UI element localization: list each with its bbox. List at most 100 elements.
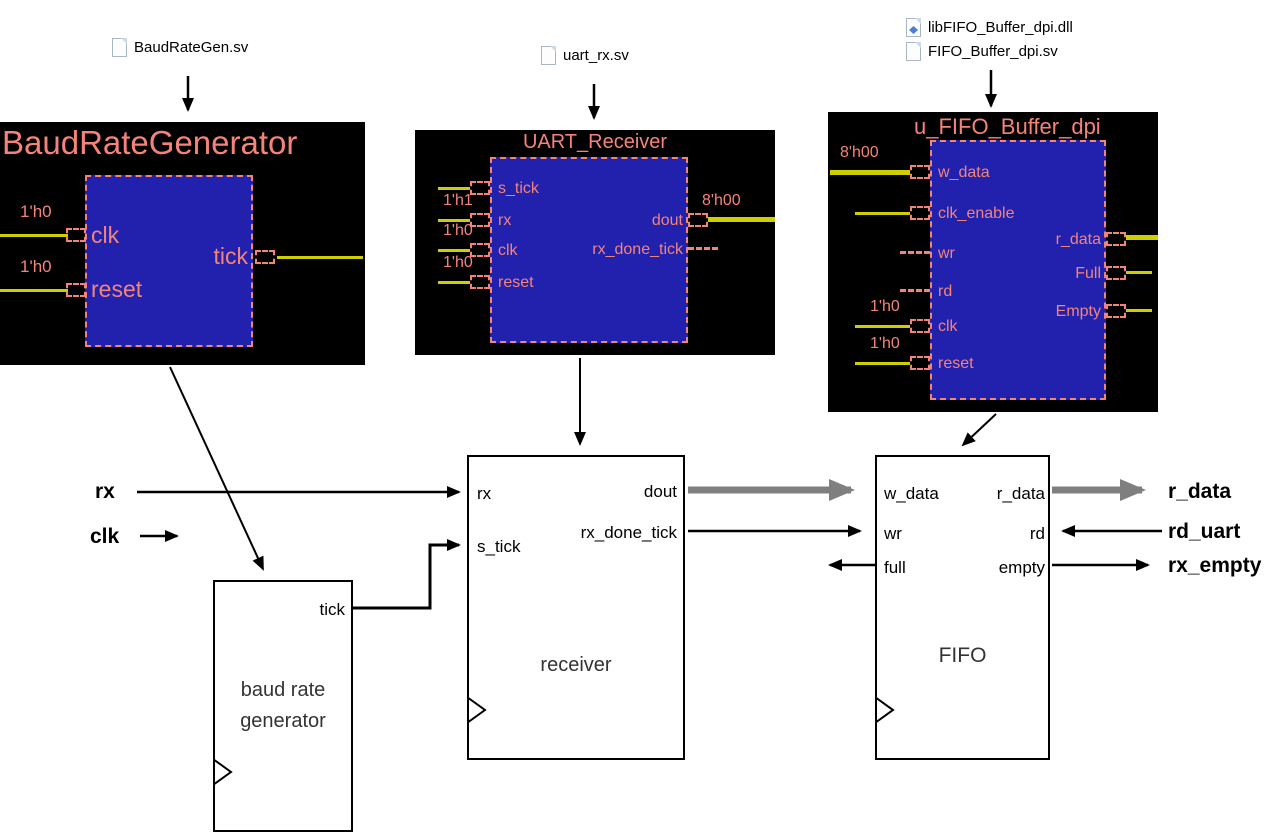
port-label-tick: tick [213,243,249,269]
clock-symbol [875,696,895,724]
arrow-panel-to-baudgen-block [169,366,264,571]
port-stub-reset [66,283,86,297]
file-ref-fifo-sv: FIFO_Buffer_dpi.sv [906,42,1058,61]
port-label-clk: clk [938,318,958,335]
port-stub-full [1106,266,1126,280]
port-stub-wr [900,251,930,254]
port-stub-empty [1106,304,1126,318]
port-value-rx: 1'h1 [443,192,473,209]
block-port-empty: empty [998,558,1045,577]
block-name: FIFO [938,644,987,667]
port-label-clk: clk [498,242,518,259]
port-value-clk: 1'h0 [20,202,52,221]
wire-tick-to-s-tick [353,539,461,610]
port-stub-clk [470,243,490,257]
port-stub-clk [910,319,930,333]
signal-label-clk: clk [90,525,120,548]
port-stub-reset [470,275,490,289]
port-label-dout: dout [651,212,683,229]
port-value-dout: 8'h00 [702,192,741,209]
port-value-reset: 1'h0 [870,335,900,352]
port-stub-w-data [910,165,930,179]
port-label-rd: rd [938,283,953,300]
block-name: baud rate generator [240,679,326,732]
port-label-empty: Empty [1055,303,1101,320]
port-stub-rx [470,213,490,227]
dll-file-icon [906,18,921,37]
block-fifo: w_data wr full r_data rd empty FIFO [875,455,1050,760]
port-label-wr: wr [938,245,955,262]
port-value-clk: 1'h0 [443,222,473,239]
port-stub-reset [910,356,930,370]
file-ref-baudrategen: BaudRateGen.sv [112,38,248,57]
wire-empty [1126,309,1152,312]
block-name: receiver [540,654,612,676]
clock-symbol [467,696,487,724]
file-label: uart_rx.sv [563,47,629,64]
port-stub-s-tick [470,181,490,195]
port-value-clk: 1'h0 [870,298,900,315]
port-stub-tick [255,250,275,264]
module-box [490,157,688,343]
sv-file-icon [906,42,921,61]
sv-file-icon [541,46,556,65]
block-port-w-data: w_data [884,484,939,503]
block-port-dout: dout [643,482,677,501]
wire-reset [438,281,470,284]
block-port-r-data: r_data [996,484,1045,503]
file-label: FIFO_Buffer_dpi.sv [928,43,1058,60]
port-value-reset: 1'h0 [443,254,473,271]
port-stub-clk [66,228,86,242]
block-port-full: full [884,558,906,577]
wire-dout [708,217,775,222]
panel-uart-receiver: UART_Receiver s_tick 1'h1 rx 1'h0 clk 1'… [415,130,775,355]
block-port-tick: tick [319,600,346,619]
port-stub-dout [688,213,708,227]
module-title: BaudRateGenerator [2,124,298,161]
port-label-full: Full [1075,265,1101,282]
block-port-rx-done-tick: rx_done_tick [580,523,677,542]
port-label-reset: reset [938,355,974,372]
port-label-s-tick: s_tick [498,180,539,197]
wire-s-tick [438,187,470,190]
wire-clk [855,325,910,328]
signal-label-rx-empty: rx_empty [1168,554,1262,577]
wire-clk-enable [855,212,910,215]
module-title: u_FIFO_Buffer_dpi [914,114,1101,139]
block-port-s-tick: s_tick [477,537,521,556]
signal-label-rx: rx [95,480,115,503]
clock-symbol [213,758,233,786]
wire-clk [438,249,470,252]
port-label-rx: rx [498,212,512,229]
wire-w-data [830,170,910,175]
port-label-w-data: w_data [938,164,990,181]
wire-reset [0,289,68,292]
signal-label-rd-uart: rd_uart [1168,520,1241,543]
wire-tick [277,256,363,259]
file-label: BaudRateGen.sv [134,39,249,56]
port-stub-rd [900,289,930,292]
port-label-clk: clk [91,222,120,248]
port-value-reset: 1'h0 [20,257,52,276]
port-stub-r-data [1106,232,1126,246]
file-ref-uart-rx: uart_rx.sv [541,46,629,65]
signal-label-r-data: r_data [1168,480,1232,503]
wire-clk [0,234,68,237]
port-label-r-data: r_data [1055,231,1101,248]
file-label: libFIFO_Buffer_dpi.dll [928,19,1073,36]
port-label-reset: reset [91,276,143,302]
arrow-panel-to-fifo-block [961,413,997,447]
block-baud-rate-generator: tick baud rate generator [213,580,353,832]
panel-baudrategenerator: BaudRateGenerator 1'h0 clk 1'h0 reset ti… [0,122,365,365]
file-ref-fifo-dll: libFIFO_Buffer_dpi.dll [906,18,1073,37]
block-receiver: rx s_tick dout rx_done_tick receiver [467,455,685,760]
wire-full [1126,271,1152,274]
port-stub-rx-done-tick [688,247,718,250]
sv-file-icon [112,38,127,57]
module-title: UART_Receiver [522,131,668,153]
panel-fifo-buffer-dpi: u_FIFO_Buffer_dpi 8'h00 w_data clk_enabl… [828,112,1158,412]
block-port-rd: rd [1029,524,1045,543]
wire-rx [438,219,470,222]
port-label-reset: reset [498,274,534,291]
